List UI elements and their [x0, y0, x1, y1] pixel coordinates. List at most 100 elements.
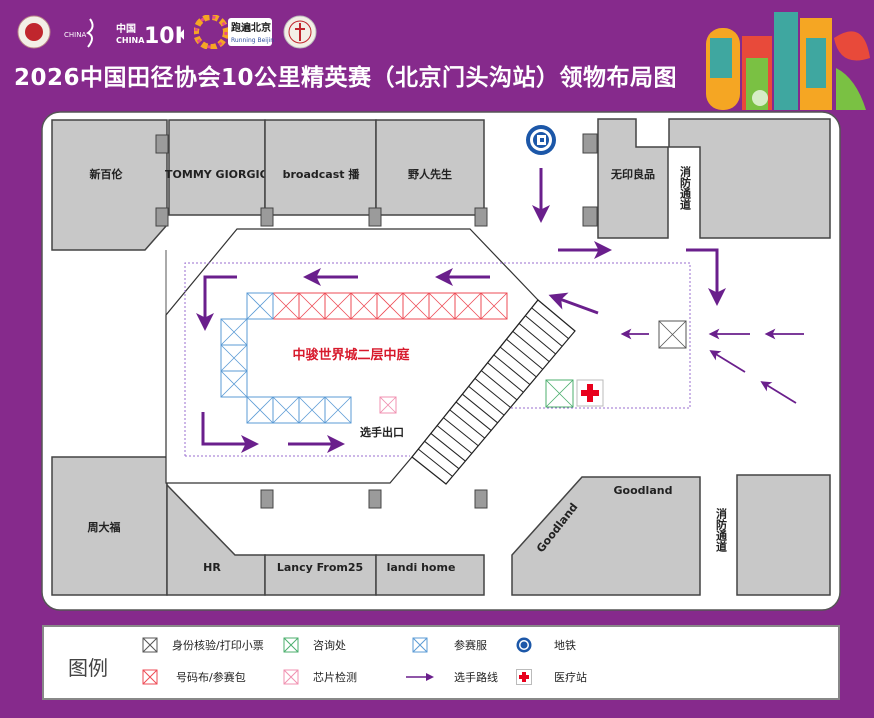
legend-metro: 地铁: [516, 637, 576, 653]
stair-step: [436, 425, 473, 454]
stair-step: [518, 323, 556, 355]
id-check-booth: [658, 320, 687, 349]
route-arrow: [548, 292, 599, 315]
legend-info: 咨询处: [283, 637, 346, 653]
apparel-booth: [298, 396, 326, 424]
stair-step: [449, 409, 486, 439]
shop-chow-tai-fook: 周大福: [51, 456, 168, 596]
fire-lane-label-top: 消防通道: [679, 165, 692, 211]
medical-station: [576, 379, 604, 407]
svg-text:中国: 中国: [116, 22, 136, 35]
apparel-booth: [324, 396, 352, 424]
svg-text:landi home: landi home: [387, 561, 456, 574]
route-arrow: [201, 412, 259, 453]
venue-label: 中骏世界城二层中庭: [292, 347, 410, 363]
staircase: [411, 299, 576, 485]
legend-chip: 芯片检测: [283, 669, 357, 685]
shop-landi-home: landi home: [375, 554, 485, 596]
shop-lancy: Lancy From25: [264, 554, 377, 596]
svg-text:broadcast 播: broadcast 播: [283, 167, 361, 181]
athlete-exit-label: 选手出口: [360, 425, 404, 439]
chip-check-booth-icon: [283, 669, 299, 685]
legend-title: 图例: [68, 656, 108, 680]
fire-lane-label-bottom: 消防通道: [715, 507, 728, 553]
shop-muji: 无印良品: [597, 118, 669, 239]
route-arrow: [760, 381, 797, 404]
svg-text:TOMMY GIORGIO: TOMMY GIORGIO: [165, 168, 269, 181]
legend-medical: 医疗站: [516, 669, 587, 685]
svg-text:新百伦: 新百伦: [90, 167, 124, 181]
apparel-booth-icon: [412, 637, 428, 653]
stair-step: [506, 338, 544, 370]
svg-text:Lancy From25: Lancy From25: [277, 561, 363, 574]
svg-text:跑遍北京: 跑遍北京: [231, 21, 271, 34]
shop-yeren: 野人先生: [375, 119, 485, 216]
running-beijing-logo: 跑遍北京 Running Beijing: [194, 15, 274, 49]
route-arrow: [686, 248, 726, 306]
stair-step: [417, 448, 453, 477]
booths: [220, 292, 687, 424]
bib-pickup-booth: [324, 292, 352, 320]
bib-booth-icon: [142, 669, 158, 685]
bib-pickup-booth: [298, 292, 326, 320]
route-arrow: [196, 275, 237, 331]
apparel-booth: [220, 318, 248, 346]
queue-area-outline: [184, 262, 691, 456]
svg-text:无印良品: 无印良品: [610, 167, 655, 181]
bib-pickup-booth: [272, 292, 300, 320]
legend: 图例 身份核验/打印小票 号码布/参赛包 咨询处 芯片检测 参赛服 选手路线 地…: [42, 625, 840, 700]
shop-broadcast: broadcast 播: [264, 119, 377, 216]
stair-step: [443, 417, 479, 447]
page-title: 2026中国田径协会10公里精英赛（北京门头沟站）领物布局图: [14, 65, 678, 91]
id-check-booth-icon: [142, 637, 158, 653]
svg-text:Running Beijing: Running Beijing: [231, 37, 274, 44]
apparel-booth: [246, 292, 274, 320]
decorative-artwork: [706, 12, 870, 110]
route-arrows: [196, 168, 804, 453]
shop-right-bottom: [736, 474, 831, 596]
medical-cross-icon: [516, 669, 532, 685]
stair-step: [430, 433, 466, 462]
bib-pickup-booth: [376, 292, 404, 320]
shop-right-block: [668, 118, 831, 239]
athletics-association-logo: [17, 15, 51, 49]
svg-text:Goodland: Goodland: [614, 484, 673, 497]
stair-step: [455, 401, 492, 431]
stair-step: [474, 378, 511, 408]
svg-text:CHINA: CHINA: [116, 36, 145, 45]
emblem-logo: [283, 15, 317, 49]
stair-step: [424, 440, 460, 470]
legend-route: 选手路线: [406, 669, 498, 685]
stair-step: [468, 385, 505, 416]
legend-id-check: 身份核验/打印小票: [142, 637, 264, 653]
svg-text:CHINA: CHINA: [64, 31, 86, 39]
metro-icon: [516, 637, 532, 653]
pillars: [155, 133, 598, 509]
legend-apparel: 参赛服: [412, 637, 487, 653]
bib-pickup-booth: [402, 292, 430, 320]
stair-step: [487, 362, 524, 393]
apparel-booth: [272, 396, 300, 424]
route-arrow-icon: [406, 673, 434, 681]
bib-pickup-booth: [350, 292, 378, 320]
stair-step: [512, 331, 550, 362]
svg-text:野人先生: 野人先生: [408, 167, 452, 181]
shop-new-balance: 新百伦: [51, 119, 168, 251]
bib-pickup-booth: [480, 292, 508, 320]
bib-pickup-booth: [454, 292, 482, 320]
stair-step: [499, 346, 537, 378]
legend-bib: 号码布/参赛包: [142, 669, 246, 685]
apparel-booth: [220, 370, 248, 398]
svg-text:HR: HR: [203, 561, 221, 574]
bib-pickup-booth: [428, 292, 456, 320]
stair-step: [525, 315, 563, 347]
shop-tommy-giorgio: TOMMY GIORGIO: [165, 119, 269, 216]
apparel-booth: [246, 396, 274, 424]
metro-icon: [526, 125, 556, 155]
svg-text:周大福: 周大福: [88, 520, 121, 534]
route-arrow: [709, 350, 746, 373]
stair-step: [480, 370, 518, 401]
